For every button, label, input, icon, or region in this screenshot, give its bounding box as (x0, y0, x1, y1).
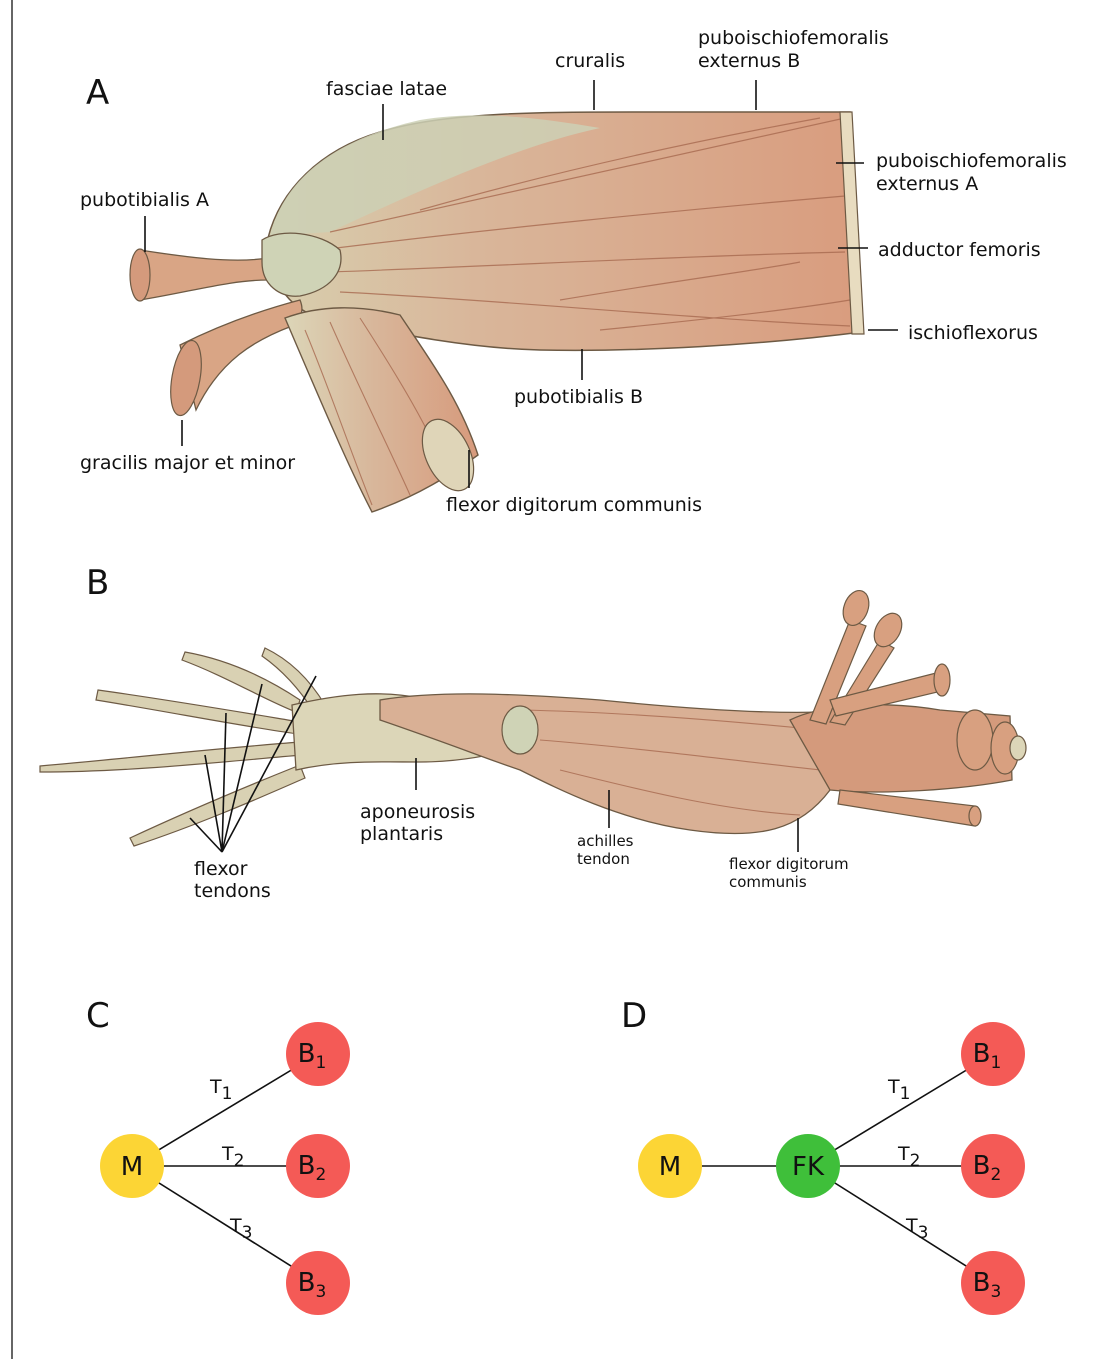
pubotibialis-a-stump (140, 250, 273, 300)
panel-c: C T1 T2 T3 M B1 B2 B3 (86, 996, 350, 1315)
label-pie-b-line1: puboischiofemoralis (698, 27, 889, 49)
panel-d-letter: D (621, 996, 647, 1036)
label-pie-b-line2: externus B (698, 50, 800, 72)
label-gracilis: gracilis major et minor (80, 452, 295, 474)
panel-a: A (80, 27, 1067, 516)
label-achilles-line1: achilles (577, 832, 634, 850)
label-achilles-line2: tendon (577, 850, 630, 868)
label-flexor-digitorum-communis-a: flexor digitorum communis (446, 494, 702, 516)
graph-d-edge-label-3: T3 (905, 1215, 928, 1243)
graph-c-node-b1: B1 (286, 1022, 350, 1086)
panel-c-letter: C (86, 996, 110, 1036)
graph-d-node-m: M (638, 1134, 702, 1198)
graph-c-node-b3: B3 (286, 1251, 350, 1315)
panel-b-letter: B (86, 563, 109, 603)
graph-c-node-b2: B2 (286, 1134, 350, 1198)
label-flexor-tendons-line2: tendons (194, 880, 271, 902)
foot-leg-illustration (40, 587, 1026, 846)
label-fdc-b-line2: communis (729, 873, 807, 891)
label-pie-a-line2: externus A (876, 173, 978, 195)
label-fdc-b-line1: flexor digitorum (729, 855, 849, 873)
svg-text:M: M (121, 1152, 143, 1182)
panel-a-letter: A (86, 73, 109, 113)
graph-c-node-m: M (100, 1134, 164, 1198)
graph-c-edge-label-3: T3 (229, 1215, 252, 1243)
label-aponeurosis-line2: plantaris (360, 823, 443, 845)
panel-d: D T1 T2 T3 M FK B1 B2 (621, 996, 1025, 1315)
label-adductor-femoris: adductor femoris (878, 239, 1041, 261)
label-fasciae-latae: fasciae latae (326, 78, 447, 100)
panel-b: B (40, 563, 1026, 902)
graph-c-edge-3 (132, 1166, 318, 1283)
graph-d-node-fk: FK (776, 1134, 840, 1198)
graph-d-edge-label-1: T1 (887, 1076, 910, 1104)
label-pubotibialis-b: pubotibialis B (514, 386, 643, 408)
graph-d-edge-3 (808, 1166, 993, 1283)
label-pie-a-line1: puboischiofemoralis (876, 150, 1067, 172)
svg-text:FK: FK (792, 1152, 825, 1182)
label-ischioflexorus: ischioflexorus (908, 322, 1038, 344)
label-pubotibialis-a: pubotibialis A (80, 189, 209, 211)
graph-d-edge-label-2: T2 (897, 1143, 920, 1171)
graph-d-node-b3: B3 (961, 1251, 1025, 1315)
label-aponeurosis-line1: aponeurosis (360, 801, 475, 823)
label-flexor-tendons-line1: flexor (194, 858, 248, 880)
label-cruralis: cruralis (555, 50, 625, 72)
svg-text:M: M (659, 1152, 681, 1182)
graph-d-node-b2: B2 (961, 1134, 1025, 1198)
graph-c-edge-label-1: T1 (209, 1076, 232, 1104)
graph-c-edge-label-2: T2 (221, 1143, 244, 1171)
graph-d-node-b1: B1 (961, 1022, 1025, 1086)
